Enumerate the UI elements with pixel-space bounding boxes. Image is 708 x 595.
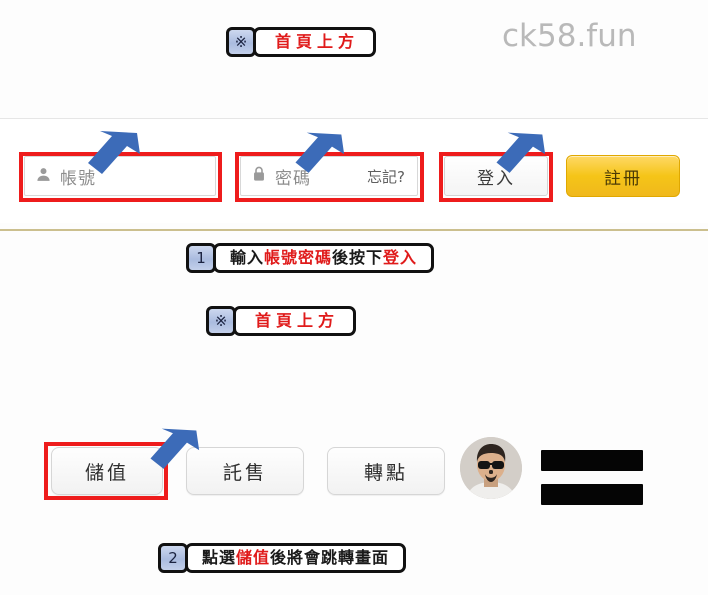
callout-pill: 點選儲值後將會跳轉畫面 xyxy=(185,543,407,573)
deposit-button[interactable]: 儲值 xyxy=(51,447,163,495)
deposit-button-label: 儲值 xyxy=(84,461,129,484)
forgot-password-link[interactable]: 忘記? xyxy=(367,167,405,186)
callout-pill: 首頁上方 xyxy=(253,27,377,57)
callout-pill: 輸入帳號密碼後按下登入 xyxy=(213,243,435,273)
login-button[interactable]: 登入 xyxy=(444,156,548,196)
callout-headline-mid-text: 首頁上方 xyxy=(255,311,340,330)
login-button-label: 登入 xyxy=(477,168,515,189)
redacted-bar xyxy=(541,450,643,471)
avatar[interactable] xyxy=(460,437,522,499)
person-icon xyxy=(35,166,52,187)
callout-step-1: 1 輸入帳號密碼後按下登入 xyxy=(186,243,435,273)
callout-headline-mid: ※ 首頁上方 xyxy=(206,306,357,336)
transfer-points-button[interactable]: 轉點 xyxy=(327,447,445,495)
asterisk-badge-icon: ※ xyxy=(226,27,256,57)
password-input-placeholder: 密碼 xyxy=(275,168,311,189)
register-button-label: 註冊 xyxy=(604,168,642,189)
callout-headline-top-text: 首頁上方 xyxy=(275,32,360,51)
register-button[interactable]: 註冊 xyxy=(566,155,680,197)
callout-headline-top: ※ 首頁上方 xyxy=(226,27,377,57)
divider-top xyxy=(0,118,708,119)
lock-icon xyxy=(251,165,267,187)
step-number-badge: 2 xyxy=(158,543,188,573)
callout-step-2-text: 點選儲值後將會跳轉畫面 xyxy=(202,548,390,567)
callout-step-2: 2 點選儲值後將會跳轉畫面 xyxy=(158,543,407,573)
site-watermark: ck58.fun xyxy=(502,18,637,54)
account-input-placeholder: 帳號 xyxy=(60,168,96,189)
divider-tan xyxy=(0,229,708,231)
login-bar: 帳號 密碼 忘記? 登入 註冊 xyxy=(0,119,708,223)
asterisk-badge-icon: ※ xyxy=(206,306,236,336)
callout-step-1-text: 輸入帳號密碼後按下登入 xyxy=(230,248,418,267)
callout-pill: 首頁上方 xyxy=(233,306,357,336)
redacted-bar xyxy=(541,484,643,505)
transfer-points-button-label: 轉點 xyxy=(363,461,408,484)
password-input[interactable]: 密碼 忘記? xyxy=(240,156,418,196)
step-number-badge: 1 xyxy=(186,243,216,273)
consign-button[interactable]: 託售 xyxy=(186,447,304,495)
consign-button-label: 託售 xyxy=(222,461,267,484)
account-input[interactable]: 帳號 xyxy=(24,156,216,196)
